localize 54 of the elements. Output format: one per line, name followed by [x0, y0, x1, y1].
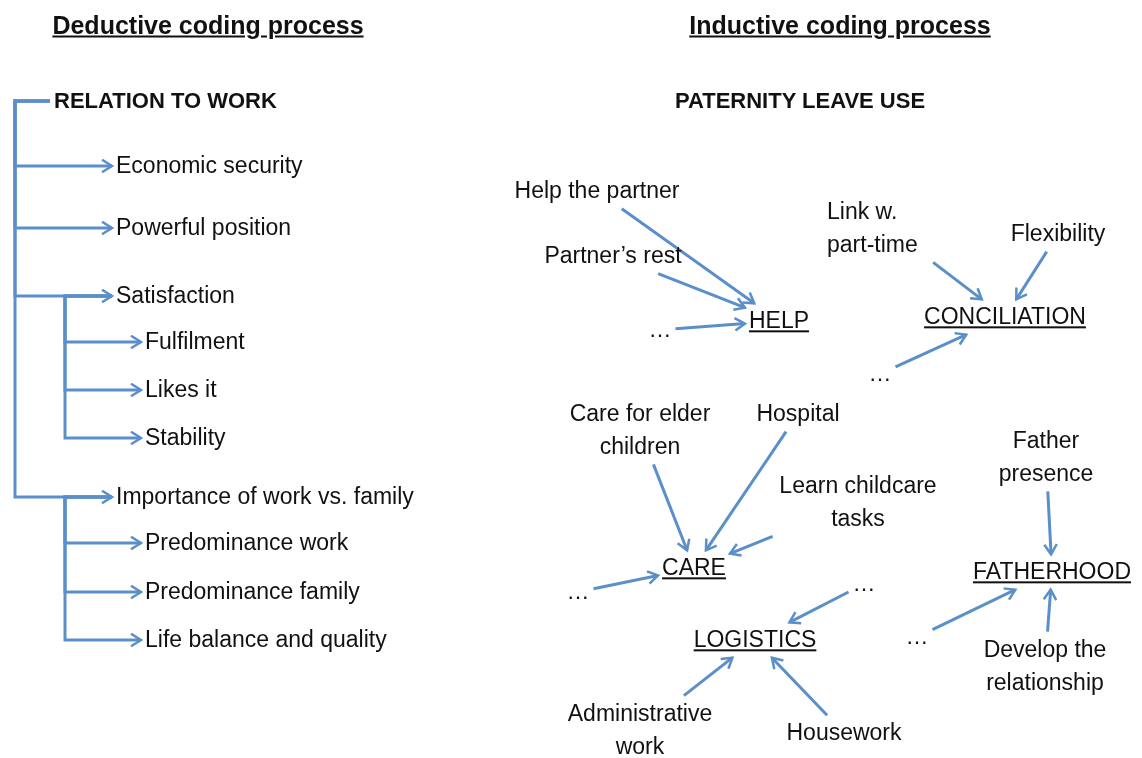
arrow — [63, 294, 143, 446]
code-label: Satisfaction — [112, 278, 239, 314]
code-label: Administrative work — [550, 695, 730, 758]
code-label: Housework — [782, 715, 906, 751]
theme-heading: RELATION TO WORK — [50, 84, 281, 118]
code-label: Likes it — [141, 372, 221, 408]
arrow — [704, 430, 788, 552]
code-label: Learn childcare tasks — [758, 467, 958, 537]
category-label: FATHERHOOD — [969, 554, 1135, 590]
code-label: Flexibility — [1006, 216, 1110, 252]
code-label: Stability — [141, 420, 230, 456]
code-label: … — [644, 312, 676, 348]
code-label: … — [562, 574, 594, 610]
arrow — [1015, 250, 1048, 301]
arrow — [675, 316, 747, 332]
arrow — [1043, 491, 1059, 556]
code-label: … — [848, 566, 880, 602]
code-label: Predominance work — [141, 525, 353, 561]
arrow — [593, 570, 660, 591]
section-heading: Inductive coding process — [689, 10, 991, 40]
arrow — [652, 463, 691, 552]
arrow — [788, 590, 850, 625]
code-label: Economic security — [112, 148, 307, 184]
category-label: HELP — [744, 303, 814, 339]
code-label: Powerful position — [112, 210, 296, 246]
code-label: Help the partner — [510, 173, 684, 209]
code-label: Develop the relationship — [965, 631, 1125, 701]
code-label: Predominance family — [141, 574, 364, 610]
arrow — [1042, 588, 1058, 632]
arrow — [13, 99, 114, 505]
arrow — [932, 261, 983, 301]
category-label: CARE — [658, 550, 730, 586]
arrow — [728, 534, 774, 557]
code-label: … — [864, 356, 896, 392]
category-label: CONCILIATION — [920, 299, 1090, 335]
code-label: … — [901, 619, 933, 655]
arrow — [63, 495, 143, 648]
arrow — [620, 207, 756, 305]
arrow — [931, 587, 1017, 631]
arrow — [657, 272, 747, 312]
code-label: Care for elder children — [552, 395, 728, 465]
code-label: Life balance and quality — [141, 622, 391, 658]
section-heading: Deductive coding process — [52, 10, 364, 40]
category-label: LOGISTICS — [689, 622, 821, 658]
code-label: Hospital — [752, 396, 844, 432]
code-label: Partner’s rest — [540, 238, 686, 274]
code-label: Link w. part-time — [823, 193, 953, 263]
code-label: Father presence — [981, 422, 1111, 492]
code-label: Importance of work vs. family — [112, 479, 418, 515]
arrow — [682, 656, 734, 697]
code-label: Fulfilment — [141, 324, 249, 360]
arrow — [894, 331, 968, 369]
arrow — [770, 656, 829, 717]
diagram-heading: PATERNITY LEAVE USE — [674, 88, 926, 114]
